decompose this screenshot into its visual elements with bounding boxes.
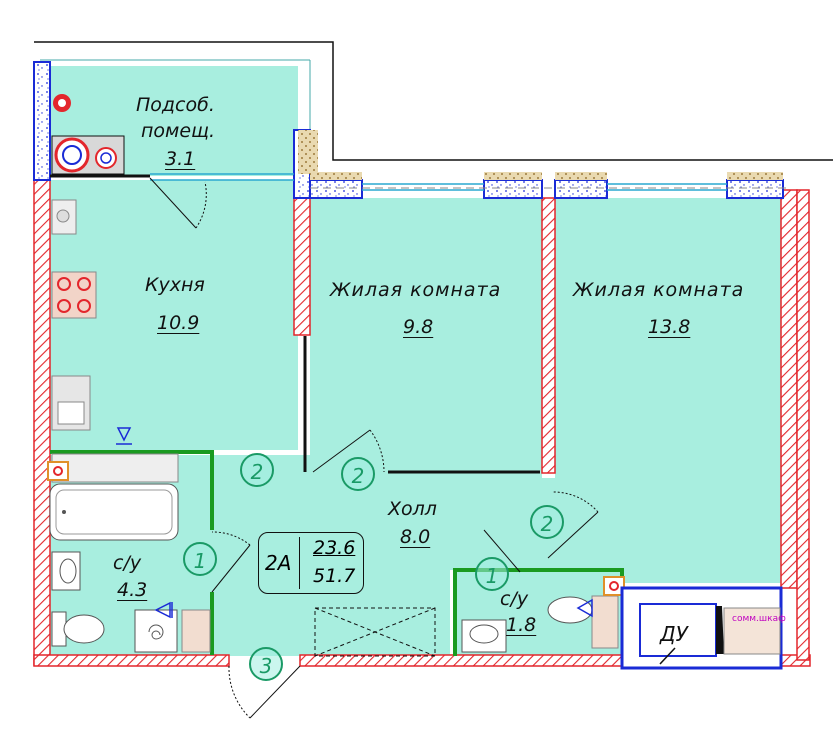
comm-cabinet-label: сомм.шкаф [732, 614, 786, 624]
window-pier-3 [554, 179, 608, 199]
bathroom-2-area: 1.8 [506, 614, 537, 636]
east-outer-wall [796, 189, 810, 661]
kitchen-name: Кухня [145, 274, 205, 296]
kitchen-stove [51, 271, 97, 319]
door-mark-kitchen: 2 [240, 453, 274, 487]
door-swings [149, 177, 599, 719]
apartment-code: 2A [265, 551, 292, 575]
window-pier-1 [309, 179, 363, 199]
hall-area: 8.0 [400, 526, 431, 548]
east-wall [780, 189, 798, 589]
utility-room-area: 3.1 [165, 148, 196, 170]
kitchen-sink [51, 375, 91, 431]
door-mark-entrance: 3 [249, 647, 283, 681]
door-mark-bathroom-2: 1 [475, 557, 509, 591]
door-mark-bathroom-1: 1 [183, 542, 217, 576]
living-room-1-name: Жилая комната [330, 279, 502, 301]
window-pier-2 [483, 179, 543, 199]
summary-divider [299, 537, 300, 589]
utility-boiler [51, 94, 125, 175]
west-wall [33, 179, 51, 666]
door-mark-living-2: 2 [530, 505, 564, 539]
living-room-1-floor [310, 198, 542, 472]
bathtub [47, 427, 179, 541]
bathroom-2-name: с/у [500, 588, 529, 610]
apartment-summary: 2A 23.6 51.7 [258, 532, 364, 594]
window-sills [298, 130, 783, 180]
window-glazing [150, 173, 727, 191]
bathroom-1-area: 4.3 [117, 579, 148, 601]
duct-block [620, 586, 783, 670]
bathroom-1-sink [51, 551, 81, 591]
load-bearing-walls [33, 179, 811, 667]
living-room-2-floor [555, 198, 781, 583]
living-room-2-area: 13.8 [648, 316, 691, 338]
kitchen-area: 10.9 [157, 312, 200, 334]
floor-areas [50, 66, 781, 656]
kitchen-living-wall [293, 179, 311, 336]
living-room-2-name: Жилая комната [573, 279, 745, 301]
living-area: 23.6 [313, 537, 356, 559]
utility-room-name-1: Подсоб. [136, 94, 215, 116]
bathroom-2-sink [461, 619, 507, 653]
total-area: 51.7 [313, 565, 356, 587]
window-pier-4 [726, 179, 784, 199]
bathroom-2-toilet [547, 576, 625, 649]
duct-label: ДУ [660, 622, 688, 646]
south-wall-east [299, 654, 811, 667]
kitchen-sink-round [51, 199, 77, 235]
hall-name: Холл [388, 498, 437, 520]
living-room-1-area: 9.8 [403, 316, 434, 338]
bathroom-1-washer [134, 601, 211, 653]
column-nw [33, 61, 51, 181]
door-mark-living-1: 2 [341, 457, 375, 491]
utility-room-name-2: помещ. [141, 120, 216, 142]
bathroom-1-toilet [51, 611, 105, 647]
bathroom-1-name: с/у [113, 552, 142, 574]
partitions [50, 174, 540, 474]
south-wall [33, 654, 230, 667]
living-divider-wall [541, 197, 556, 474]
building-outline [34, 41, 833, 161]
